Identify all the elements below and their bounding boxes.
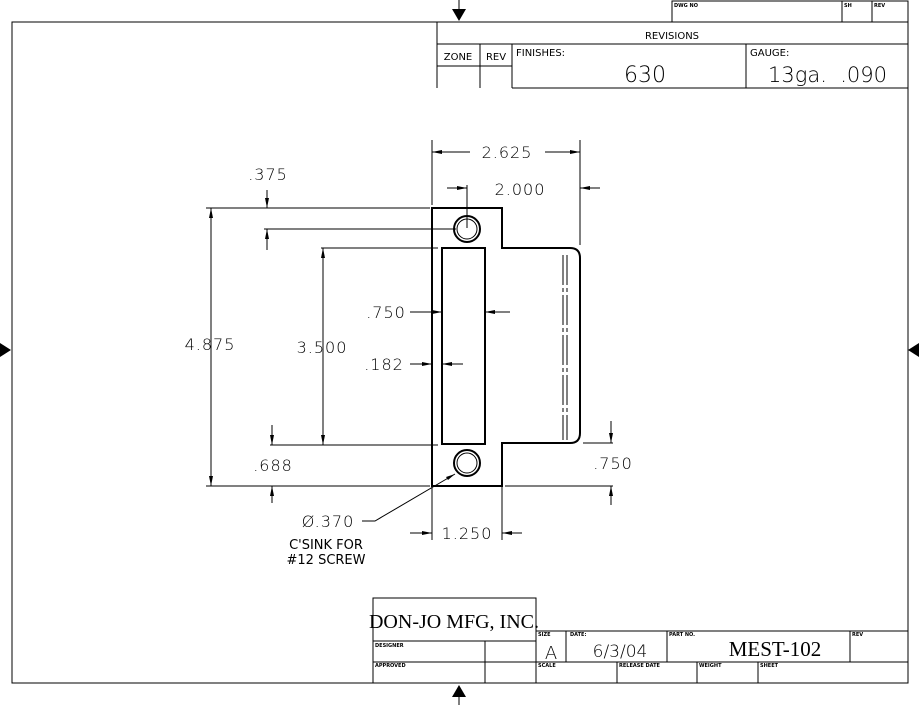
dim-top-hole: .375 xyxy=(248,165,288,184)
date-label: DATE: xyxy=(570,632,586,638)
weight-label: WEIGHT xyxy=(699,663,722,669)
zone-label: ZONE xyxy=(444,52,473,63)
right-center-arrow-icon xyxy=(908,343,919,357)
rev-column-label: REV xyxy=(486,52,506,63)
size-label: SIZE xyxy=(538,632,551,638)
finishes-label: FINISHES: xyxy=(516,48,565,59)
dim-overall-width: 2.625 xyxy=(482,143,533,162)
company-logo-text: DON-JO MFG, INC. xyxy=(369,611,539,633)
finishes-value: 630 xyxy=(624,63,666,88)
rev-label: REV xyxy=(874,3,885,9)
hole-note-diameter: Ø.370 xyxy=(302,512,355,531)
revisions-block: REVISIONS ZONE REV FINISHES: 630 GAUGE: … xyxy=(436,22,908,89)
part-no-value: MEST-102 xyxy=(729,637,822,661)
bottom-screw-hole xyxy=(453,449,481,477)
dim-flange-width: 1.250 xyxy=(442,524,493,543)
dim-slot-height: 3.500 xyxy=(297,338,348,357)
title-rev-label: REV xyxy=(852,632,863,638)
dim-overall-height: 4.875 xyxy=(185,335,236,354)
drawing-number-block: DWG NO SH REV xyxy=(671,0,909,23)
release-date-label: RELEASE DATE xyxy=(619,663,661,669)
strike-plate-outline xyxy=(431,207,581,487)
revisions-title: REVISIONS xyxy=(645,31,699,42)
hole-note-csink: C'SINK FOR xyxy=(289,538,363,553)
dwg-no-label: DWG NO xyxy=(674,3,698,9)
left-center-arrow-icon xyxy=(0,343,11,357)
sh-label: SH xyxy=(844,3,852,9)
designer-label: DESIGNER xyxy=(375,643,404,649)
dim-bottom-offset: .688 xyxy=(253,456,293,475)
drawing-border xyxy=(11,21,909,684)
dimension-lines xyxy=(206,140,613,540)
dim-hole-offset: 2.000 xyxy=(495,180,546,199)
sheet-label: SHEET xyxy=(760,663,779,669)
dim-slot-offset: .182 xyxy=(364,355,404,374)
gauge-value: 13ga. .090 xyxy=(768,63,887,87)
gauge-label: GAUGE: xyxy=(750,48,789,59)
size-value: A xyxy=(545,643,557,664)
dim-slot-width: .750 xyxy=(366,303,406,322)
approved-label: APPROVED xyxy=(375,663,406,669)
title-block: DON-JO MFG, INC. DESIGNER APPROVED SIZE … xyxy=(369,597,908,683)
part-no-label: PART NO. xyxy=(669,632,695,638)
bottom-center-arrow-icon xyxy=(452,685,466,697)
scale-label: SCALE xyxy=(538,663,556,669)
hole-note-screw: #12 SCREW xyxy=(287,553,366,568)
dim-tab-offset: .750 xyxy=(593,454,633,473)
date-value: 6/3/04 xyxy=(593,642,648,662)
top-center-arrow-icon xyxy=(452,9,466,21)
slot xyxy=(441,247,486,445)
